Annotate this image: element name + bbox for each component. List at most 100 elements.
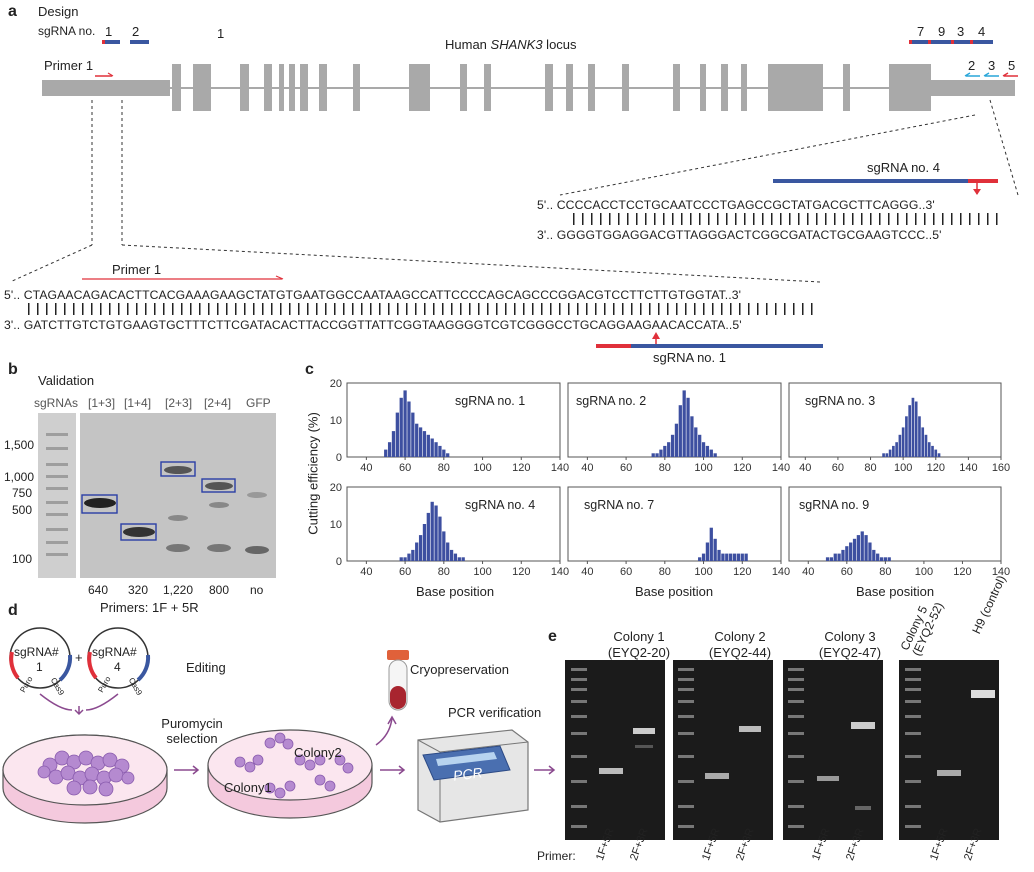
ladder-1500: 1,500 — [4, 438, 35, 452]
chart-1-title: sgRNA no. 1 — [455, 394, 525, 408]
chart-2-bar — [690, 416, 694, 457]
validation-title: Validation — [38, 373, 95, 388]
chart-4-bar — [411, 549, 415, 561]
chart-6-bar — [841, 549, 845, 561]
panel-b-letter: b — [8, 361, 18, 378]
chart-3-title: sgRNA no. 3 — [805, 394, 875, 408]
chart-2-xtick: 80 — [659, 462, 671, 474]
chart-3-bar — [895, 442, 898, 457]
sg4-top-strand: 5'.. CCCCACCTCCTGCAATCCCTGAGCCGCTATGACGC… — [537, 198, 935, 212]
chart-2-bar — [698, 434, 702, 457]
chart-1-bar — [387, 442, 392, 457]
chart-5-xtick: 60 — [620, 566, 632, 578]
lane-2-label: [1+4] — [124, 396, 152, 410]
sg1-base-pairs — [28, 303, 818, 315]
chart-3-xtick: 160 — [992, 462, 1010, 474]
chart-5-bar — [701, 553, 706, 561]
band-320 — [123, 527, 155, 537]
gel-3-ladder — [788, 668, 804, 828]
chart-4-bar — [442, 531, 446, 561]
chart-1-xtick: 120 — [512, 462, 530, 474]
chart-3-bar — [924, 434, 928, 457]
chart-1-ytick: 10 — [330, 415, 342, 427]
cut-site-sg1-arrow — [652, 332, 660, 339]
chart-6-bar — [868, 542, 872, 561]
c-xlabel-2: Base position — [635, 584, 714, 599]
sgrna-1-bar — [596, 344, 631, 348]
chart-frame-1 — [346, 382, 561, 458]
size-1220: 1,220 — [163, 583, 194, 597]
arrow-to-cryo — [375, 715, 397, 746]
chart-4-bar — [453, 553, 458, 561]
chart-4-xtick: 120 — [512, 566, 530, 578]
sg1-top-strand: 5'.. CTAGAACAGACACTTCACGAAAGAAGCTATGTGAA… — [4, 288, 742, 302]
zoom-line-sg1-left — [9, 244, 93, 283]
c-xlabel-1: Base position — [416, 584, 495, 599]
pcr-verification-label: PCR verification — [448, 705, 542, 720]
chart-1-bar — [438, 445, 442, 457]
sgrna-1-num: 1 — [217, 26, 225, 41]
chart-3-bar — [918, 416, 921, 457]
chart-1-bar — [403, 390, 407, 457]
sgrna-7-num: 7 — [917, 24, 925, 39]
chart-3-bar — [888, 449, 892, 457]
chart-2-xtick: 100 — [694, 462, 712, 474]
chart-3-bar — [892, 445, 895, 457]
chart-6-bar — [833, 553, 837, 561]
chart-1-ytick: 0 — [336, 452, 342, 464]
chart-2-bar — [701, 442, 706, 457]
chart-4-bar — [426, 512, 430, 561]
validation-gel — [38, 413, 276, 578]
chart-2-bar — [686, 397, 690, 457]
cut-site-sg4-arrow — [973, 189, 981, 195]
plasmid-1-name: sgRNA# — [14, 645, 59, 659]
chart-5-bar — [709, 527, 713, 561]
arrow-to-selection — [174, 765, 200, 775]
sgrna-4-label: sgRNA no. 4 — [867, 160, 940, 175]
sgrna-4-bar — [773, 179, 968, 183]
chart-1-bar — [391, 431, 396, 457]
lane-4-label: [2+4] — [204, 396, 232, 410]
chart-3-xtick: 100 — [894, 462, 912, 474]
chart-5-bar — [744, 553, 748, 561]
chart-1-bar — [446, 453, 450, 457]
primer-5-label: 5 — [1008, 58, 1016, 73]
size-no: no — [250, 583, 264, 597]
chart-5-bar — [725, 553, 729, 561]
chart-2-bar — [655, 453, 659, 457]
chart-frame-3 — [788, 382, 1002, 458]
sg1-bottom-strand: 3'.. GATCTTGTCTGTGAAGTGCTTTCTTCGATACACTT… — [4, 318, 742, 332]
chart-3-bar — [921, 427, 925, 457]
chart-2-bar — [670, 434, 675, 457]
chart-6-xtick: 80 — [879, 566, 891, 578]
ladder-1000: 1,000 — [4, 470, 35, 484]
chart-4-xtick: 80 — [438, 566, 450, 578]
gel-4-band-h9 — [971, 690, 995, 698]
plasmid-1-num: 1 — [36, 660, 43, 674]
zoom-line-sg4-left — [559, 114, 976, 196]
gel-2-band-2f3r — [739, 726, 761, 732]
chart-4-bar — [430, 501, 434, 561]
chart-4-bar — [422, 524, 427, 561]
chart-frame-4 — [346, 486, 561, 562]
chart-4-bar — [418, 535, 423, 561]
chart-1-xtick: 100 — [473, 462, 491, 474]
chart-4-bar — [403, 557, 407, 561]
colony-gels — [565, 660, 999, 840]
sgrna-1-seq-label: sgRNA no. 1 — [653, 350, 726, 365]
workflow-diagram — [2, 627, 556, 824]
lane-3-label: [2+3] — [165, 396, 193, 410]
size-640: 640 — [88, 583, 109, 597]
primer-2-arrow — [964, 72, 980, 77]
chart-4-bar — [407, 553, 411, 561]
chart-6-bar — [845, 546, 849, 561]
gel-1-band-2f3r — [633, 728, 655, 734]
sg4-bottom-strand: 3'.. GGGGTGGAGGACGTTAGGGACTCGGCGATACTGCG… — [537, 228, 942, 242]
chart-5-bar — [721, 553, 725, 561]
gel-2 — [673, 660, 773, 840]
chart-4-bar — [446, 542, 450, 561]
gel-1-title: Colony 1(EYQ2-20) — [607, 629, 671, 660]
chart-1-bar — [418, 427, 423, 457]
chart-3-bar — [914, 401, 918, 457]
chart-5-title: sgRNA no. 7 — [584, 498, 654, 512]
